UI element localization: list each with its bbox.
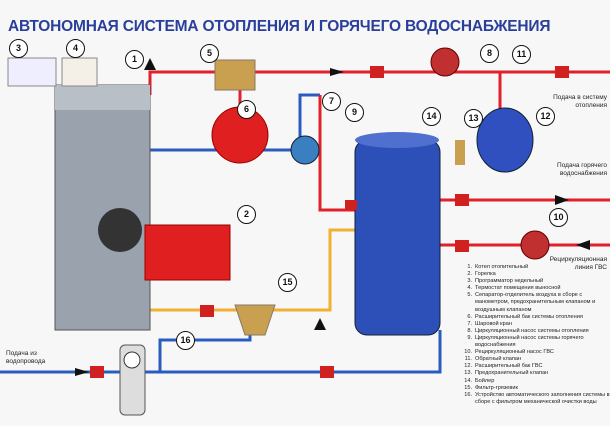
marker-13: 13 bbox=[464, 109, 483, 128]
marker-8: 8 bbox=[480, 44, 499, 63]
marker-14: 14 bbox=[422, 107, 441, 126]
legend-item: 13.Предохранительный клапан bbox=[464, 370, 549, 377]
mud-filter bbox=[234, 304, 276, 336]
legend-item: 12.Расширительный бак ГВС bbox=[464, 363, 543, 370]
ball-valves bbox=[90, 66, 569, 378]
legend-item: 4.Термостат помещения выносной bbox=[467, 285, 561, 292]
marker-16: 16 bbox=[176, 331, 195, 350]
legend: 1.Котел отопительный 2.Горелка 3.Програм… bbox=[462, 264, 610, 406]
legend-item: 2.Горелка bbox=[467, 271, 496, 278]
legend-item: 10.Рециркуляционный насос ГВС bbox=[464, 349, 554, 356]
marker-9: 9 bbox=[345, 103, 364, 122]
marker-4: 4 bbox=[66, 39, 85, 58]
legend-item: 15.Фильтр-грязевик bbox=[464, 384, 518, 391]
marker-12: 12 bbox=[536, 107, 555, 126]
marker-7: 7 bbox=[322, 92, 341, 111]
label-recirculation-line: Рециркуляционная линия ГВС bbox=[549, 256, 607, 271]
marker-6: 6 bbox=[237, 100, 256, 119]
boiler-loop-pipe bbox=[318, 95, 355, 212]
marker-11: 11 bbox=[512, 45, 531, 64]
marker-10: 10 bbox=[549, 208, 568, 227]
safety-valve bbox=[455, 140, 465, 165]
cold-fill-pipe bbox=[158, 320, 252, 372]
pump-hot-water bbox=[290, 135, 320, 165]
label-water-main: Подача из водопровода bbox=[6, 350, 46, 365]
legend-item: 11.Обратный клапан bbox=[464, 356, 522, 363]
boiler-body bbox=[54, 84, 151, 331]
page-title: АВТОНОМНАЯ СИСТЕМА ОТОПЛЕНИЯ И ГОРЯЧЕГО … bbox=[8, 18, 551, 35]
legend-item: 7.Шаровой кран bbox=[467, 320, 512, 327]
weekly-programmer bbox=[7, 57, 57, 87]
cold-water-pipe bbox=[0, 330, 442, 374]
label-hot-water-supply: Подача горячего водоснабжения bbox=[557, 162, 607, 177]
legend-item: 8.Циркуляционный насос системы отопления bbox=[467, 327, 589, 334]
pump-recirculation bbox=[520, 230, 550, 260]
pump-heating bbox=[430, 47, 460, 77]
legend-item: 16.Устройство автоматического заполнения… bbox=[464, 391, 610, 405]
legend-item: 5.Сепаратор-отделитель воздуха в сборе с… bbox=[467, 292, 596, 313]
marker-3: 3 bbox=[9, 39, 28, 58]
burner bbox=[144, 224, 231, 281]
legend-item: 1.Котел отопительный bbox=[467, 264, 529, 270]
legend-item: 3.Программатор недельный bbox=[467, 278, 544, 285]
yellow-pipe bbox=[60, 228, 355, 312]
legend-item: 14.Бойлер bbox=[464, 377, 495, 384]
legend-item: 9.Циркуляционный насос системы горячего … bbox=[467, 334, 584, 349]
marker-5: 5 bbox=[200, 44, 219, 63]
marker-15: 15 bbox=[278, 273, 297, 292]
air-separator bbox=[214, 59, 256, 91]
marker-2: 2 bbox=[237, 205, 256, 224]
label-heating-supply: Подача в систему отопления bbox=[553, 94, 607, 109]
expansion-tank-hot-water bbox=[476, 107, 534, 173]
boiler-tank bbox=[354, 139, 441, 336]
room-thermostat bbox=[61, 57, 98, 87]
legend-item: 6.Расширительный бак системы отопления bbox=[467, 313, 583, 320]
marker-1: 1 bbox=[125, 50, 144, 69]
